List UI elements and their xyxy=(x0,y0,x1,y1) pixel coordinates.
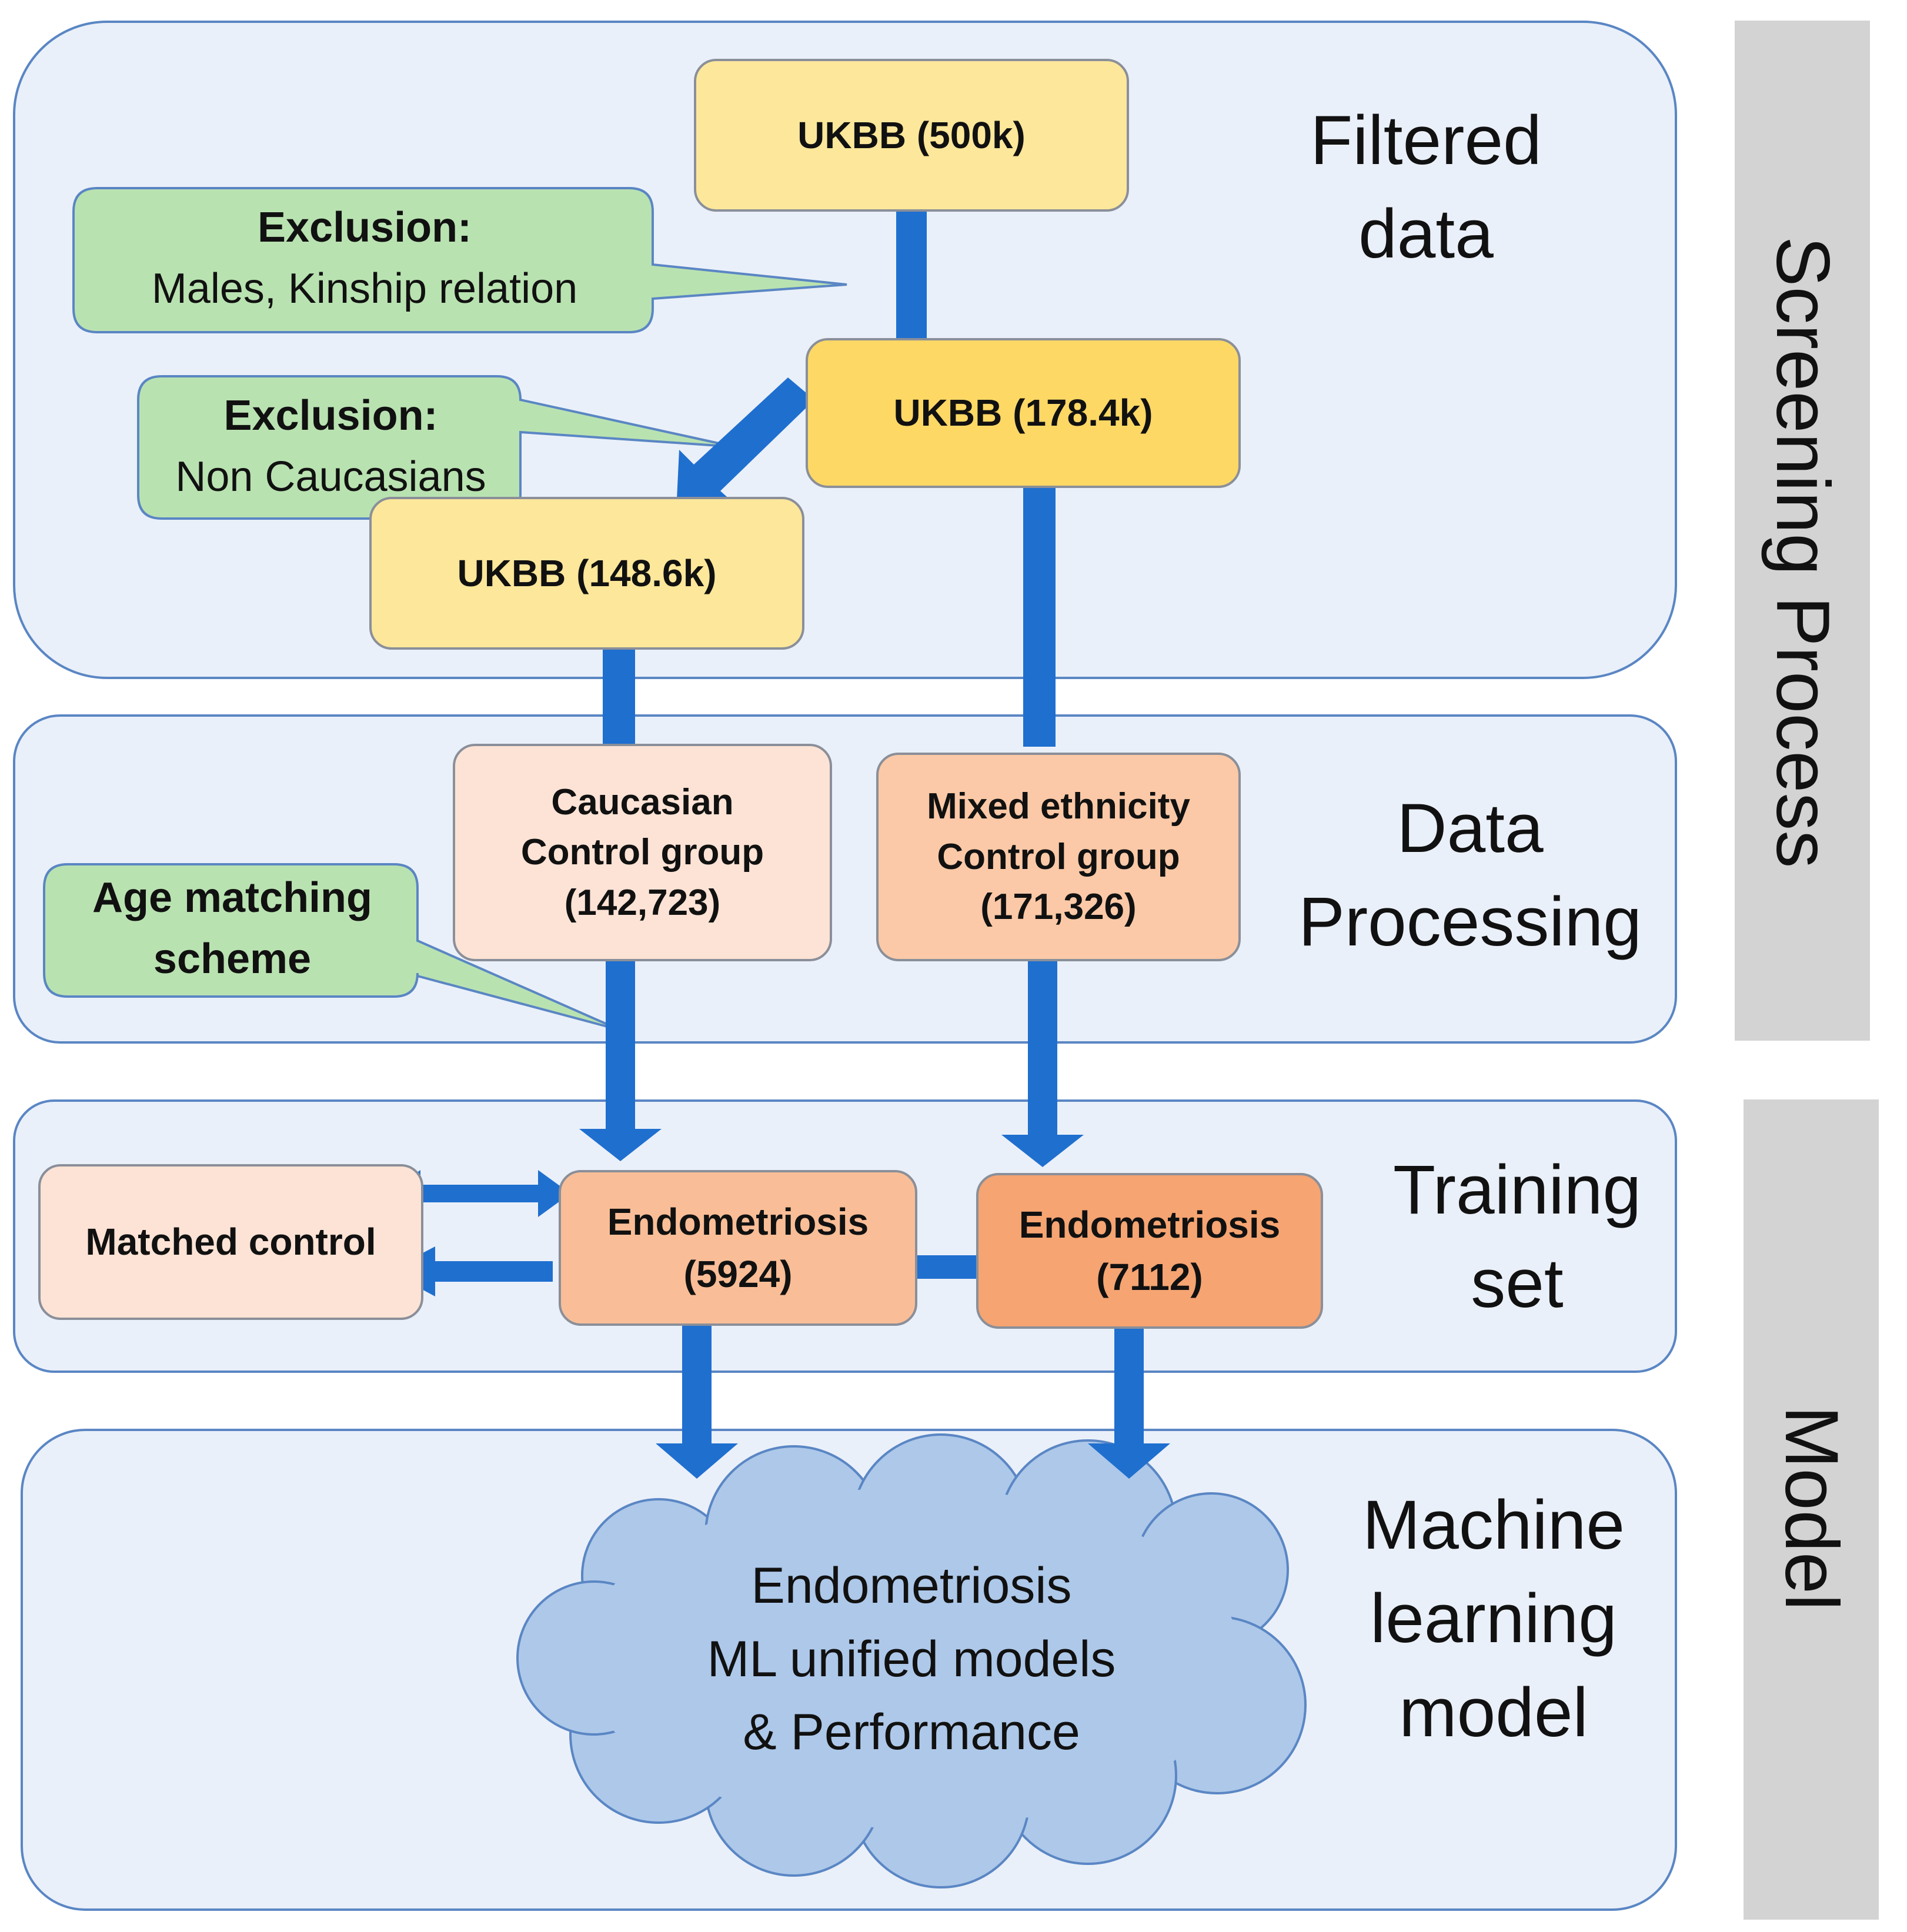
cloud-line3: & Performance xyxy=(743,1704,1080,1761)
node-endo7112-line1: Endometriosis xyxy=(1018,1204,1281,1246)
node-ukbb-178k-label: UKBB (178.4k) xyxy=(893,392,1153,434)
arrow-endo7112-to-cloud xyxy=(1088,1326,1170,1479)
node-endo-7112: Endometriosis (7112) xyxy=(976,1173,1323,1329)
sidebar-model xyxy=(1744,1099,1879,1920)
arrow-148k-to-caucasian xyxy=(603,644,635,744)
node-ukbb-148k-label: UKBB (148.6k) xyxy=(457,551,717,594)
arrow-mixed-to-endo7112 xyxy=(1001,955,1084,1167)
callout-males-text: Males, Kinship relation xyxy=(151,265,578,313)
callout-noncauc: Exclusion: Non Caucasians xyxy=(141,385,520,508)
stage-processing-line1: Data xyxy=(1397,790,1544,867)
callout-noncauc-text: Non Caucasians xyxy=(175,453,486,501)
callout-age: Age matching scheme xyxy=(47,867,418,990)
stage-filtered-line2: data xyxy=(1358,195,1494,273)
callout-age-line1: Age matching xyxy=(92,874,373,921)
callout-males-shape xyxy=(72,187,847,333)
node-caucasian-line1: Caucasian xyxy=(551,781,734,823)
node-matched-label: Matched control xyxy=(85,1221,376,1264)
callout-age-shape xyxy=(43,863,621,1031)
node-endo5924-line2: (5924) xyxy=(683,1252,793,1295)
stage-training-set: Training set xyxy=(1352,1144,1682,1331)
node-ukbb-500k: UKBB (500k) xyxy=(694,59,1129,212)
cloud-line2: ML unified models xyxy=(707,1630,1116,1687)
stage-processing-line2: Processing xyxy=(1298,883,1642,961)
stage-training-line1: Training xyxy=(1393,1151,1641,1229)
arrow-178k-to-mixed xyxy=(1023,488,1056,747)
arrow-caucasian-to-endo5924 xyxy=(579,955,662,1161)
node-endo5924-line1: Endometriosis xyxy=(607,1201,869,1244)
cloud-line1: Endometriosis xyxy=(751,1557,1072,1614)
node-mixed-line1: Mixed ethnicity xyxy=(927,786,1190,827)
arrow-matched-endo-top xyxy=(388,1170,570,1217)
node-endo-5924: Endometriosis (5924) xyxy=(559,1170,917,1326)
stage-filtered-line1: Filtered xyxy=(1310,102,1542,179)
node-caucasian-line3: (142,723) xyxy=(564,882,721,923)
stage-ml-line1: Machine xyxy=(1362,1486,1625,1564)
stage-ml-line2: learning xyxy=(1370,1580,1617,1658)
node-mixed-line3: (171,326) xyxy=(980,887,1137,928)
node-matched-control: Matched control xyxy=(38,1164,423,1320)
callout-males: Exclusion: Males, Kinship relation xyxy=(76,197,653,320)
stage-filtered-data: Filtered data xyxy=(1264,94,1588,282)
node-endo7112-line2: (7112) xyxy=(1096,1255,1203,1298)
node-caucasian-line2: Control group xyxy=(520,832,764,873)
arrow-178k-to-148k xyxy=(676,377,814,512)
node-ukbb-148k: UKBB (148.6k) xyxy=(369,497,804,650)
callout-noncauc-title: Exclusion: xyxy=(223,392,438,439)
node-caucasian-control: Caucasian Control group (142,723) xyxy=(453,744,832,961)
arrow-500k-to-178k xyxy=(870,176,953,373)
node-ukbb-178k: UKBB (178.4k) xyxy=(806,338,1241,488)
cloud-text: Endometriosis ML unified models & Perfor… xyxy=(588,1549,1235,1769)
stage-ml-line3: model xyxy=(1399,1673,1588,1751)
callout-males-title: Exclusion: xyxy=(257,204,472,251)
arrow-endo5924-to-cloud xyxy=(656,1320,738,1479)
stage-ml-model: Machine learning model xyxy=(1323,1479,1664,1760)
arrow-endo-to-matched-bottom xyxy=(388,1246,553,1296)
node-mixed-control: Mixed ethnicity Control group (171,326) xyxy=(876,753,1241,961)
node-ukbb-500k-label: UKBB (500k) xyxy=(797,113,1026,156)
stage-data-processing: Data Processing xyxy=(1270,782,1670,970)
callout-age-line2: scheme xyxy=(153,935,312,983)
sidebar-screening xyxy=(1735,21,1870,1041)
node-mixed-line2: Control group xyxy=(937,836,1180,877)
stage-training-line2: set xyxy=(1471,1245,1564,1323)
